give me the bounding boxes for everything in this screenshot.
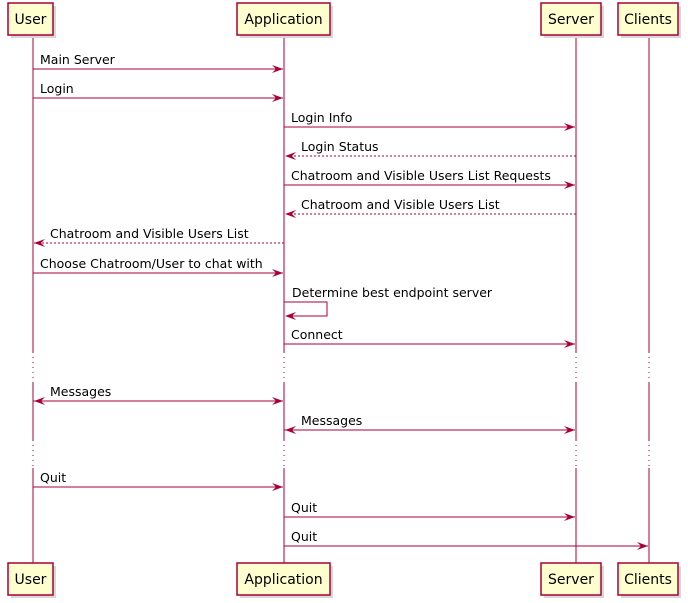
participant-application-top: Application (236, 2, 333, 38)
participant-server-top: Server (540, 2, 604, 38)
arrow-head (285, 210, 296, 218)
participant-clients-top: Clients (617, 2, 681, 38)
message-label: Main Server (40, 52, 116, 67)
participant-label: Application (244, 12, 322, 28)
participants-top: User Application Server Clients (7, 2, 681, 38)
participant-application-bottom: Application (236, 562, 333, 598)
message-label: Login Status (301, 139, 379, 154)
arrow-head (272, 269, 283, 277)
arrow-head (272, 94, 283, 102)
participant-box (617, 2, 679, 36)
message-label: Chatroom and Visible Users List (50, 226, 249, 241)
participant-user-top: User (7, 2, 56, 38)
message-7: Choose Chatroom/User to chat with (33, 256, 283, 277)
message-3: Login Status (285, 139, 576, 160)
message-11: Messages (33, 384, 283, 405)
arrow-head (272, 483, 283, 491)
participants-bottom: User Application Server Clients (7, 562, 681, 598)
message-5: Chatroom and Visible Users List (285, 197, 576, 218)
message-4: Chatroom and Visible Users List Requests (284, 168, 575, 189)
message-2: Login Info (284, 110, 575, 131)
message-label: Connect (291, 327, 343, 342)
message-1: Login (33, 81, 283, 102)
participant-server-bottom: Server (540, 562, 604, 598)
message-15: Quit (284, 500, 575, 521)
participant-label: User (15, 572, 47, 588)
arrow-head (285, 152, 296, 160)
arrow-head (272, 65, 283, 73)
participant-label: User (15, 12, 47, 28)
message-label: Messages (301, 413, 362, 428)
message-label: Quit (291, 529, 317, 544)
arrow-head (285, 312, 296, 320)
self-message-line (284, 301, 328, 317)
participant-label: Server (548, 12, 594, 28)
arrow-head (285, 426, 296, 434)
participant-label: Application (244, 572, 322, 588)
participant-label: Clients (624, 12, 672, 28)
message-label: Quit (291, 500, 317, 515)
message-0: Main Server (33, 52, 283, 73)
participant-box (7, 2, 54, 36)
participant-label: Server (548, 572, 594, 588)
participant-label: Clients (624, 572, 672, 588)
arrow-head (637, 542, 648, 550)
participant-clients-bottom: Clients (617, 562, 681, 598)
participant-box (540, 562, 602, 596)
arrow-head (272, 397, 283, 405)
message-16: Quit (284, 529, 648, 550)
arrow-head (34, 239, 45, 247)
participant-box (236, 2, 331, 36)
message-6: Chatroom and Visible Users List (34, 226, 284, 247)
message-label: Login (40, 81, 74, 96)
participant-user-bottom: User (7, 562, 56, 598)
participant-box (236, 562, 331, 596)
lifelines (32, 35, 650, 563)
message-label: Chatroom and Visible Users List Requests (291, 168, 551, 183)
arrow-head (564, 123, 575, 131)
participant-box (617, 562, 679, 596)
participant-box (7, 562, 54, 596)
message-9: Connect (284, 327, 575, 348)
message-label: Determine best endpoint server (292, 285, 493, 300)
message-label: Choose Chatroom/User to chat with (40, 256, 263, 271)
message-label: Quit (40, 470, 66, 485)
arrow-head (564, 513, 575, 521)
participant-box (540, 2, 602, 36)
message-label: Login Info (291, 110, 352, 125)
message-8: Determine best endpoint server (284, 285, 493, 320)
arrow-head (34, 397, 45, 405)
message-14: Quit (33, 470, 283, 491)
arrow-head (564, 340, 575, 348)
message-label: Chatroom and Visible Users List (301, 197, 500, 212)
arrow-head (564, 426, 575, 434)
arrow-head (564, 181, 575, 189)
message-label: Messages (50, 384, 111, 399)
message-12: Messages (284, 413, 575, 434)
